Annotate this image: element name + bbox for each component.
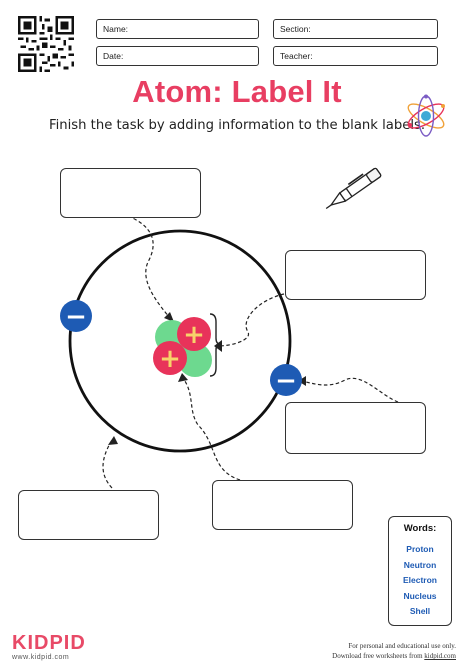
footer-line-2-prefix: Download free worksheets from	[332, 652, 425, 660]
pen-icon	[325, 167, 382, 210]
word-item: Proton	[406, 544, 434, 554]
pointer-top-left	[127, 215, 171, 319]
electron-sign: −	[275, 366, 297, 396]
name-label: Name:	[103, 24, 129, 34]
page-title: Atom: Label It	[132, 74, 342, 109]
blank-label-1[interactable]	[60, 168, 201, 218]
pointer-top-right	[217, 293, 285, 347]
kidpid-logo: KIDPID www.kidpid.com	[12, 632, 86, 664]
blank-label-2[interactable]	[285, 250, 426, 300]
pointer-mid-right	[301, 377, 399, 403]
footer-line-2: Download free worksheets from kidpid.com	[332, 651, 456, 661]
word-item: Neutron	[403, 559, 437, 570]
nucleus-bracket	[209, 313, 221, 377]
blank-label-4[interactable]	[212, 480, 353, 530]
section-label: Section:	[280, 24, 311, 34]
footer-note: For personal and educational use only. D…	[332, 641, 456, 661]
blank-label-5[interactable]	[18, 490, 159, 540]
proton	[153, 341, 187, 375]
word-item: Electron	[402, 575, 437, 585]
neutron	[178, 343, 212, 377]
arrowhead	[298, 376, 306, 386]
teacher-field[interactable]: Teacher:	[273, 46, 438, 66]
footer-link[interactable]: kidpid.com	[424, 652, 456, 660]
word-item: Shell	[409, 606, 431, 616]
arrowhead	[214, 340, 222, 352]
proton-sign: +	[183, 320, 205, 350]
qr-code	[18, 16, 74, 72]
arrowhead	[108, 436, 118, 445]
proton-sign: +	[159, 344, 181, 374]
proton	[177, 317, 211, 351]
arrowhead	[178, 373, 188, 382]
electron-sign: −	[65, 302, 87, 332]
electron	[60, 300, 92, 332]
teacher-label: Teacher:	[280, 51, 313, 61]
pointer-bottom-mid	[182, 377, 241, 481]
atom-icon	[407, 94, 445, 137]
arrowhead	[164, 312, 174, 322]
footer-line-1: For personal and educational use only.	[348, 642, 456, 650]
atom-diagram: + + − −	[60, 215, 399, 489]
blank-label-3[interactable]	[285, 402, 426, 454]
date-field[interactable]: Date:	[96, 46, 259, 66]
page-subtitle: Finish the task by adding information to…	[48, 118, 426, 133]
section-field[interactable]: Section:	[273, 19, 438, 39]
pointer-bottom-left	[102, 439, 113, 489]
name-field[interactable]: Name:	[96, 19, 259, 39]
electron	[270, 364, 302, 396]
logo-url: www.kidpid.com	[12, 654, 70, 661]
logo-brand: KIDPID	[12, 632, 86, 654]
word-bank: Words: Proton Neutron Electron Nucleus S…	[388, 516, 452, 626]
electron-shell	[68, 229, 292, 453]
word-bank-title: Words:	[403, 523, 437, 534]
word-item: Nucleus	[403, 590, 437, 601]
date-label: Date:	[103, 51, 124, 61]
